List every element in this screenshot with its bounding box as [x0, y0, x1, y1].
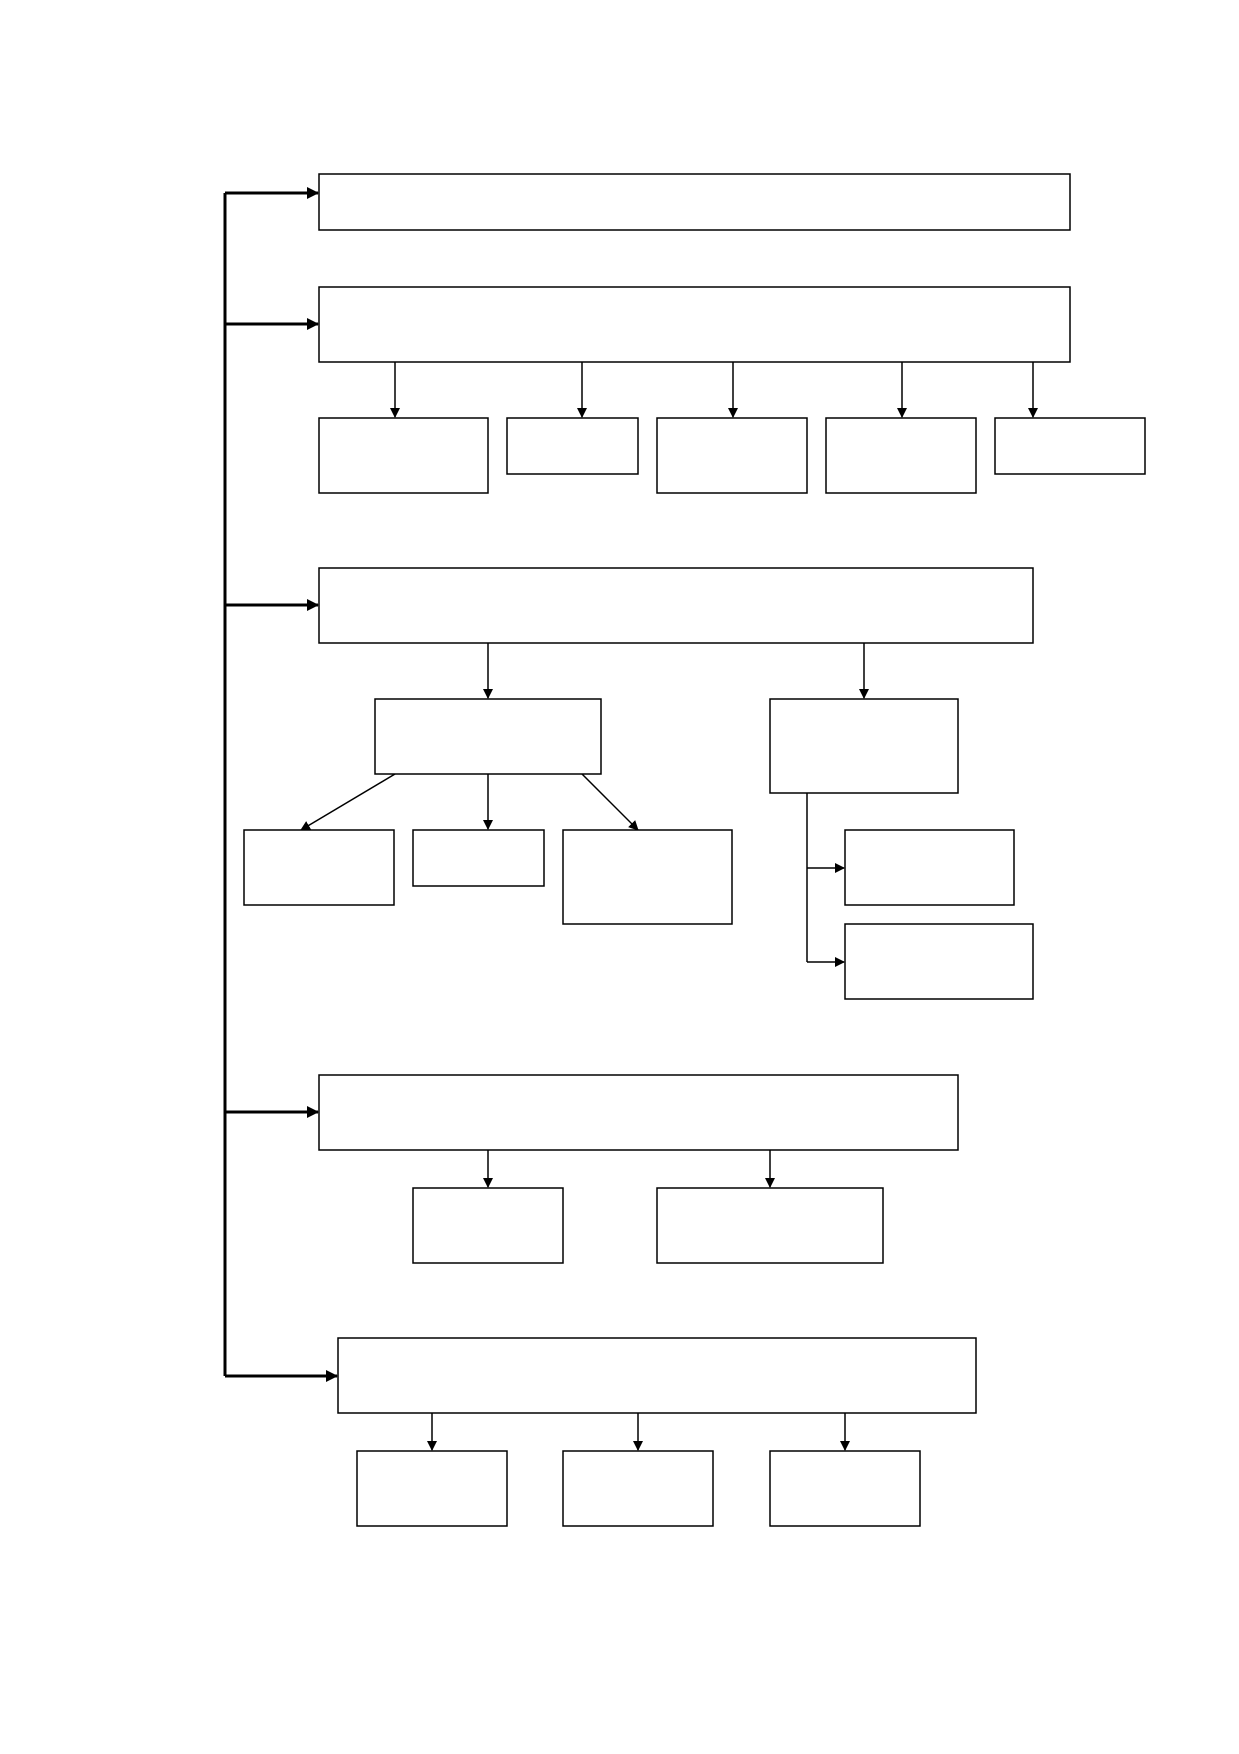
diagram-node: [994, 417, 1146, 475]
diagram-node: [769, 698, 959, 794]
connector-arrow: [300, 773, 396, 831]
diagram-node: [562, 829, 733, 925]
diagram-node: [318, 567, 1034, 644]
diagram-node: [318, 173, 1071, 231]
diagram-node: [562, 1450, 714, 1527]
diagram-node: [656, 417, 808, 494]
diagram-node: [769, 1450, 921, 1527]
diagram-node: [825, 417, 977, 494]
diagram-node: [318, 1074, 959, 1151]
connector-arrow: [581, 773, 639, 831]
diagram-node: [356, 1450, 508, 1527]
diagram-node: [318, 417, 489, 494]
diagram-node: [412, 829, 545, 887]
diagram-node: [656, 1187, 884, 1264]
diagram-node: [337, 1337, 977, 1414]
diagram-node: [844, 923, 1034, 1000]
diagram-node: [318, 286, 1071, 363]
diagram-node: [844, 829, 1015, 906]
diagram-node: [412, 1187, 564, 1264]
diagram-node: [506, 417, 639, 475]
diagram-node: [374, 698, 602, 775]
diagram-node: [243, 829, 395, 906]
